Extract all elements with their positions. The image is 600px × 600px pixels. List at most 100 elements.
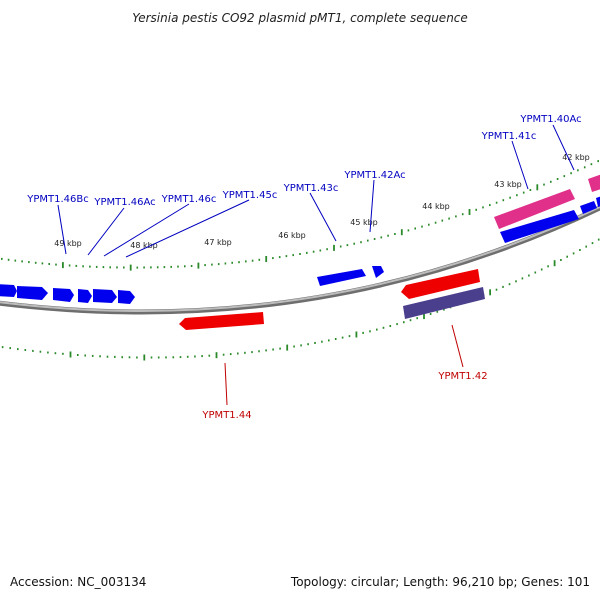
minor-tick — [579, 249, 581, 251]
forward-genes — [0, 195, 600, 304]
minor-tick — [229, 353, 232, 356]
minor-tick — [414, 227, 416, 230]
minor-tick — [563, 175, 566, 178]
minor-tick — [143, 266, 145, 269]
kbp-label: 48 kbp — [130, 241, 158, 250]
minor-tick — [547, 265, 549, 268]
gene-label[interactable]: YPMT1.40Ac — [519, 114, 581, 125]
gene-arrow[interactable] — [494, 189, 575, 229]
minor-tick — [534, 271, 537, 274]
gene-label[interactable]: YPMT1.46Bc — [26, 194, 89, 205]
minor-tick — [123, 266, 125, 269]
minor-tick — [109, 266, 111, 269]
minor-tick — [314, 342, 316, 344]
leader-line — [451, 324, 464, 368]
gene-label[interactable]: YPMT1.44 — [201, 410, 251, 421]
map-title: Yersinia pestis CO92 plasmid pMT1, compl… — [132, 11, 468, 25]
major-tick — [215, 352, 218, 359]
minor-tick — [394, 233, 396, 235]
gene-arrow[interactable] — [17, 286, 48, 300]
major-tick — [62, 262, 64, 269]
minor-tick — [194, 355, 196, 358]
gene-arrow[interactable] — [179, 312, 264, 330]
minor-tick — [258, 258, 261, 261]
minor-tick — [429, 313, 432, 315]
leader-line — [125, 199, 250, 258]
gene-arrow[interactable] — [78, 289, 92, 303]
kbp-label: 42 kbp — [562, 153, 590, 162]
gene-arrow[interactable] — [500, 210, 579, 243]
major-tick — [129, 264, 132, 271]
minor-tick — [597, 160, 599, 163]
leader-line — [57, 204, 67, 255]
minor-tick — [39, 350, 42, 353]
gene-arrow[interactable] — [317, 269, 366, 286]
minor-tick — [231, 261, 233, 264]
kbp-label: 46 kbp — [278, 231, 306, 240]
reverse-label-leaders — [224, 324, 464, 406]
minor-tick — [550, 180, 552, 183]
minor-tick — [102, 266, 105, 269]
minor-tick — [128, 356, 131, 359]
minor-tick — [516, 194, 518, 197]
leader-line — [511, 140, 529, 190]
minor-tick — [95, 265, 98, 268]
minor-tick — [17, 348, 19, 351]
minor-tick — [21, 260, 23, 263]
gene-arrow[interactable] — [0, 284, 17, 297]
minor-tick — [482, 206, 484, 209]
minor-tick — [190, 265, 193, 267]
gene-arrow[interactable] — [588, 173, 600, 192]
minor-tick — [28, 261, 30, 264]
minor-tick — [380, 236, 383, 239]
minor-tick — [597, 238, 600, 241]
minor-tick — [436, 310, 439, 313]
minor-tick — [184, 265, 186, 268]
gene-label[interactable]: YPMT1.46c — [161, 194, 217, 205]
minor-tick — [373, 238, 376, 240]
kbp-label: 49 kbp — [54, 239, 82, 248]
inner-tick-ring — [1, 238, 600, 361]
minor-tick — [334, 338, 337, 340]
minor-tick — [556, 178, 559, 180]
gene-arrow[interactable] — [93, 289, 117, 303]
gene-label[interactable]: YPMT1.42Ac — [343, 170, 405, 181]
kbp-label: 43 kbp — [494, 180, 522, 189]
minor-tick — [84, 354, 86, 357]
minor-tick — [278, 256, 281, 259]
gene-arrow[interactable] — [580, 201, 597, 214]
gene-arrow[interactable] — [118, 290, 135, 304]
minor-tick — [543, 183, 545, 186]
gene-arrow[interactable] — [372, 266, 384, 278]
major-tick — [355, 331, 358, 338]
minor-tick — [529, 189, 532, 191]
minor-tick — [319, 249, 322, 252]
gene-label[interactable]: YPMT1.46Ac — [93, 197, 155, 208]
minor-tick — [279, 347, 281, 350]
minor-tick — [165, 356, 167, 359]
gene-label[interactable]: YPMT1.43c — [283, 183, 339, 194]
minor-tick — [321, 340, 323, 343]
kbp-labels: 42 kbp 43 kbp 44 kbp 45 kbp 46 kbp 47 kb… — [54, 153, 590, 250]
minor-tick — [461, 213, 464, 216]
gene-arrow[interactable] — [53, 288, 74, 302]
feature-bar[interactable] — [403, 287, 485, 319]
minor-tick — [307, 343, 309, 346]
minor-tick — [376, 328, 378, 331]
gene-arrow[interactable] — [596, 195, 600, 207]
gene-label[interactable]: YPMT1.41c — [481, 131, 537, 142]
gene-arrow[interactable] — [401, 269, 480, 299]
minor-tick — [591, 242, 594, 245]
minor-tick — [508, 283, 511, 286]
major-tick — [468, 209, 471, 215]
minor-tick — [34, 261, 37, 264]
minor-tick — [362, 331, 364, 334]
accession-text: Accession: NC_003134 — [10, 575, 147, 589]
minor-tick — [292, 254, 294, 257]
minor-tick — [403, 321, 405, 324]
major-tick — [489, 289, 491, 296]
gene-label[interactable]: YPMT1.42 — [437, 371, 487, 382]
major-tick — [423, 313, 425, 320]
minor-tick — [121, 356, 123, 359]
gene-label[interactable]: YPMT1.45c — [222, 190, 278, 201]
